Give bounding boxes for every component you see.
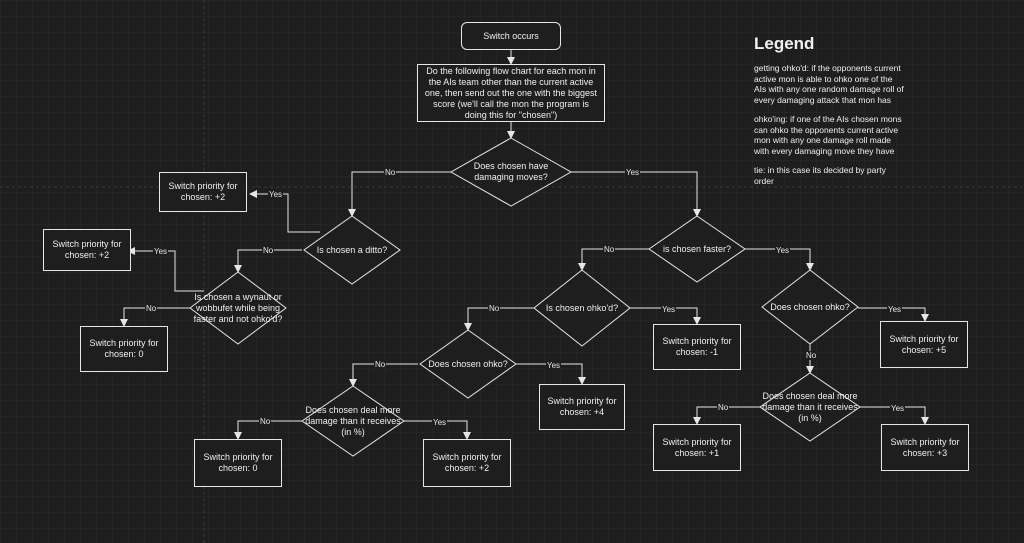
result-plus4: Switch priority for chosen: +4 [539, 384, 625, 430]
edge-ditto-no [234, 249, 302, 273]
edge-wynaut-yes [127, 247, 204, 292]
edge-dmgright-no [693, 406, 760, 425]
edge-label-yes: Yes [890, 404, 906, 413]
decision-dmg-left-text: Does chosen deal more damage than it rec… [305, 404, 401, 437]
edge-label-yes: Yes [432, 418, 448, 427]
edge-label-yes: Yes [887, 305, 903, 314]
edge-label-no: No [488, 304, 501, 313]
result-zero-a: Switch priority for chosen: 0 [80, 326, 168, 372]
edge-faster-yes [745, 248, 814, 271]
edge-faster-no [578, 248, 649, 271]
node-instruction: Do the following flow chart for each mon… [417, 64, 605, 122]
decision-ohkod-text: Is chosen ohko'd? [545, 302, 619, 313]
decision-faster [648, 215, 746, 283]
result-minus1: Switch priority for chosen: -1 [653, 324, 741, 370]
edge-ohkoleft-no [349, 363, 418, 387]
edge-label-yes: Yes [661, 305, 677, 314]
edge-label-no: No [717, 403, 730, 412]
decision-wynaut [189, 271, 287, 345]
legend-entry-ohkoing: ohko'ing: if one of the AIs chosen mons … [754, 114, 902, 156]
edge-damaging-no [348, 171, 451, 217]
decision-dmg-left [301, 385, 405, 457]
decision-faster-text: is chosen faster? [662, 243, 732, 254]
edge-label-yes: Yes [546, 361, 562, 370]
edge-dmgleft-yes [404, 420, 471, 440]
edge-damaging-yes [571, 171, 701, 217]
edge-label-no: No [374, 360, 387, 369]
edge-label-yes: Yes [625, 168, 641, 177]
edge-label-yes: Yes [268, 190, 284, 199]
edge-label-no: No [145, 304, 158, 313]
edge-label-no: No [384, 168, 397, 177]
node-switch-occurs: Switch occurs [461, 22, 561, 50]
edge-label-no: No [259, 417, 272, 426]
edge-label-yes: Yes [775, 246, 791, 255]
decision-dmg-right-text: Does chosen deal more damage than it rec… [762, 390, 858, 423]
decision-wynaut-text: Is chosen a wynaut or wobbufet while bei… [193, 291, 283, 324]
decision-damaging-moves [449, 137, 573, 207]
result-plus3: Switch priority for chosen: +3 [881, 424, 969, 471]
edge-dmgleft-no [234, 420, 302, 440]
legend: Legend getting ohko'd: if the opponents … [754, 34, 904, 195]
edge-label-no: No [262, 246, 275, 255]
edge-ohkoleft-yes [514, 363, 586, 385]
edge-wynaut-no [120, 307, 190, 327]
edge-dmgright-yes [860, 406, 929, 425]
edge-ohkoright-yes [858, 307, 929, 322]
legend-entry-ohkod: getting ohko'd: if the opponents current… [754, 63, 904, 105]
edge-label-no: No [603, 245, 616, 254]
decision-ditto-text: Is chosen a ditto? [316, 244, 388, 255]
edge-ohkod-no [464, 307, 534, 331]
decision-ohko-right [761, 269, 859, 345]
decision-ditto [303, 215, 401, 285]
edge-ohkod-yes [630, 307, 701, 325]
decision-damaging-moves-text: Does chosen have damaging moves? [473, 161, 549, 182]
legend-entry-tie: tie: in this case its decided by party o… [754, 165, 886, 186]
result-plus1: Switch priority for chosen: +1 [653, 424, 741, 471]
decision-ohkod [533, 269, 631, 347]
result-plus2-a: Switch priority for chosen: +2 [159, 172, 247, 212]
result-plus2-c: Switch priority for chosen: +2 [423, 439, 511, 487]
decision-ohko-right-text: Does chosen ohko? [770, 301, 850, 312]
decision-ohko-left-text: Does chosen ohko? [428, 358, 508, 369]
result-plus5: Switch priority for chosen: +5 [880, 321, 968, 368]
edge-label-yes: Yes [153, 247, 169, 256]
result-zero-b: Switch priority for chosen: 0 [194, 439, 282, 487]
decision-ohko-left [419, 329, 517, 399]
result-plus2-b: Switch priority for chosen: +2 [43, 229, 131, 271]
edge-label-no: No [805, 351, 818, 360]
decision-dmg-right [759, 372, 861, 442]
legend-title: Legend [754, 34, 815, 53]
